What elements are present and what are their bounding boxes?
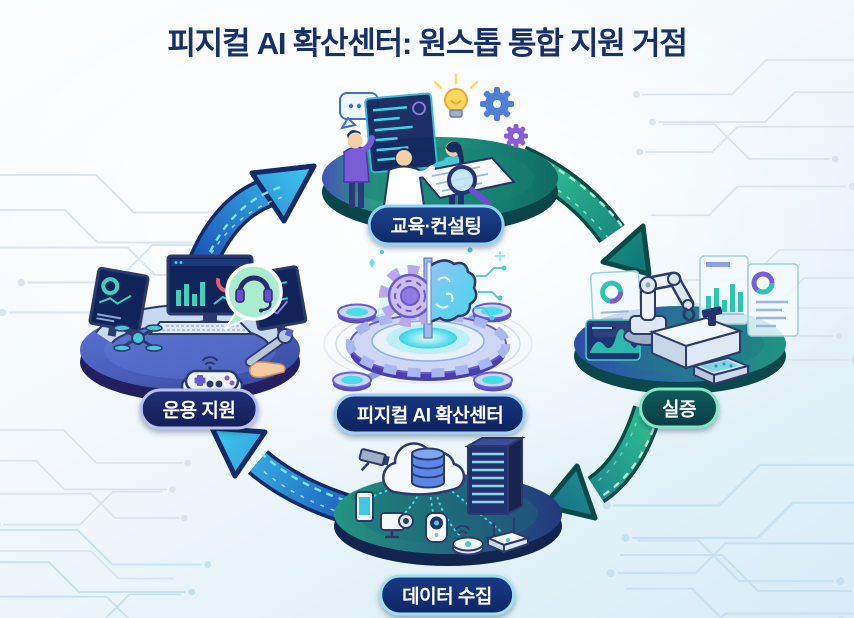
robot-vacuum-icon	[452, 525, 484, 556]
headset-support-icon	[223, 263, 283, 331]
hub-satellite-nodes	[332, 302, 513, 392]
person-icon	[343, 130, 375, 208]
node-label-education-consulting: 교육·컨설팅	[367, 204, 505, 246]
cctv-camera-icon	[358, 448, 390, 472]
demonstration-illustration	[574, 255, 799, 394]
parts-tray-icon	[690, 356, 752, 386]
node-label-data-collection: 데이터 수집	[379, 574, 515, 616]
circuit-trace-icon	[474, 267, 502, 317]
node-label-demonstration: 실증	[639, 387, 719, 429]
node-label-operation-support: 운용 지원	[139, 388, 259, 430]
wrench-hand-icon	[245, 328, 294, 379]
gear-icon	[480, 87, 514, 121]
workbench-icon	[648, 306, 744, 370]
chart-panel-icon	[699, 255, 749, 325]
arrow-operation-to-education	[187, 163, 317, 271]
cloud-database-icon	[382, 442, 466, 496]
doorbell-camera-icon	[425, 512, 448, 543]
arrow-demonstration-to-data	[541, 405, 663, 521]
gear-icon	[504, 124, 528, 148]
smartphone-icon	[355, 491, 374, 522]
lightbulb-icon	[433, 73, 479, 118]
physical-ai-center-illustration	[323, 247, 533, 392]
robot-arm-icon	[623, 271, 696, 346]
data-collection-illustration: 01011010 0110 1101001 00111	[334, 436, 562, 566]
operation-support-illustration	[80, 254, 308, 402]
camera-icon	[380, 512, 414, 539]
document-magnifier-icon	[416, 156, 516, 206]
person-icon	[382, 148, 435, 207]
server-rack-icon	[464, 436, 526, 516]
drone-icon	[113, 324, 163, 352]
chart-panel-icon	[747, 263, 799, 337]
page-title: 피지컬 AI 확산센터: 원스톱 통합 지원 거점	[167, 26, 688, 61]
brain-icon	[426, 259, 478, 325]
router-icon	[484, 517, 532, 554]
node-label-physical-ai-center: 피지컬 AI 확산센터	[333, 393, 527, 435]
